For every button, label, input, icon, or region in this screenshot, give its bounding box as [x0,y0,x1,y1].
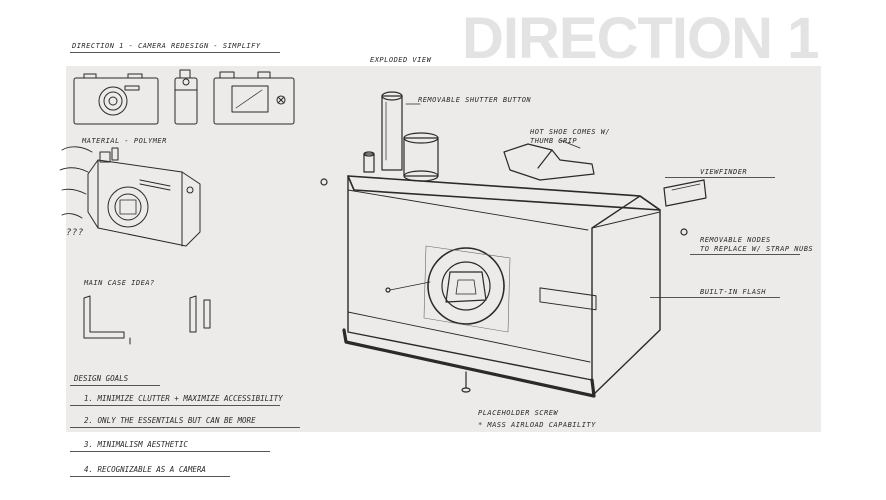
shutter-label: REMOVABLE SHUTTER BUTTON [418,96,532,104]
flash-label: BUILT-IN FLASH [700,288,767,296]
underline [70,405,280,406]
underline [70,427,300,428]
goal-item: 3. MINIMALISM AESTHETIC [84,440,188,449]
goal-item: 4. RECOGNIZABLE AS A CAMERA [84,465,206,474]
underline [70,385,160,386]
exploded-camera [320,91,707,398]
viewfinder-label: VIEWFINDER [700,168,748,176]
leader-line [690,254,800,255]
question-label: ??? [66,228,84,238]
hotshoe-label: HOT SHOE COMES W/ THUMB GRIP [530,128,611,145]
camera-side-sketch [174,69,198,125]
sketch-paper [66,66,821,432]
underline [70,451,270,452]
nodes-label-2: TO REPLACE W/ STRAP NUBS [700,245,814,253]
page-title: DIRECTION 1 [462,6,819,71]
camera-front-sketch [73,73,159,125]
goals-heading: DESIGN GOALS [74,374,129,383]
goal-item: 1. MINIMIZE CLUTTER + MAXIMIZE ACCESSIBI… [84,394,283,403]
camera-perspective-sketch [59,146,201,247]
screw-label-2: * MASS AIRLOAD CAPABILITY [478,421,596,429]
direction-label: DIRECTION 1 - CAMERA REDESIGN - SIMPLIFY [72,42,261,50]
screw-label-1: PLACEHOLDER SCREW [478,409,559,417]
goal-item: 2. ONLY THE ESSENTIALS BUT CAN BE MORE [84,416,256,425]
underline [70,476,230,477]
exploded-view-label: EXPLODED VIEW [370,56,432,64]
main-case-label: MAIN CASE IDEA? [84,279,155,287]
material-label: MATERIAL - POLYMER [82,137,167,145]
leader-line [650,297,780,298]
camera-back-sketch [213,71,295,125]
leader-line [665,177,775,178]
nodes-label-1: REMOVABLE NODES [700,236,771,244]
main-case-sketch [83,295,211,345]
underline [70,52,280,53]
